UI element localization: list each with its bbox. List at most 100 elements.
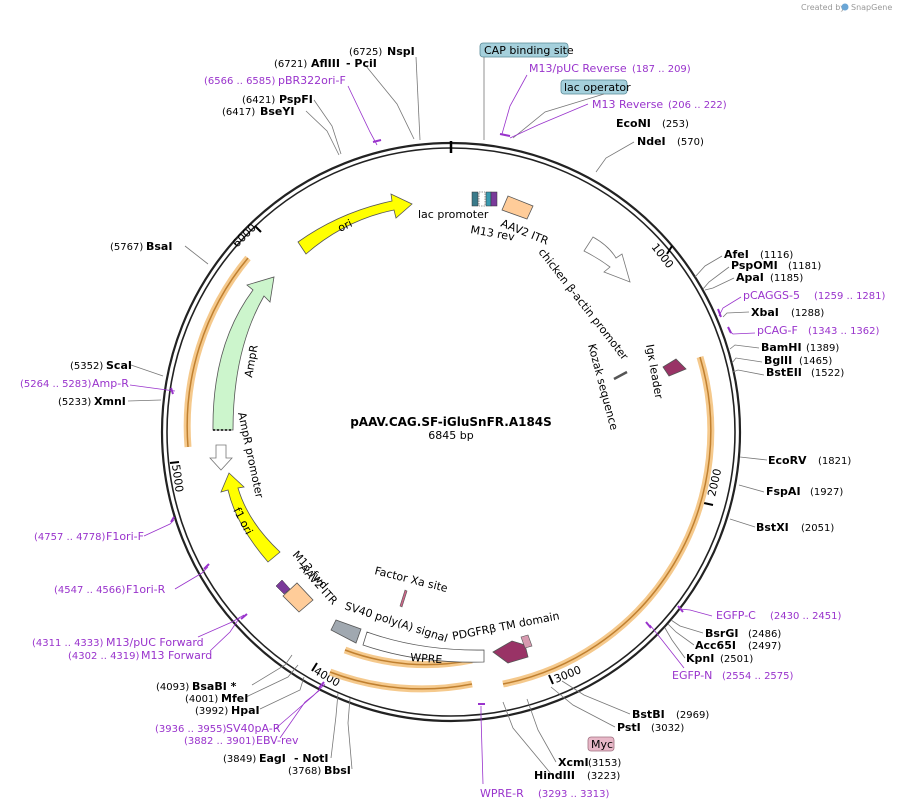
bsabi-site[interactable]: BsaBI * — [192, 680, 237, 693]
aflii-site[interactable]: AflIII — [311, 57, 340, 70]
egfpn-primer[interactable]: EGFP-N — [672, 669, 712, 682]
igk-leader-feature[interactable] — [662, 358, 687, 377]
pbr322-primer[interactable]: pBR322ori-F — [278, 74, 346, 87]
bbsi-site[interactable]: BbsI — [324, 764, 351, 777]
f1orir-range: (4547 .. 4566) — [54, 585, 126, 596]
ebvrev-range: (3882 .. 3901) — [184, 736, 256, 747]
tick-3000 — [548, 674, 554, 685]
ampr-promoter-feature[interactable] — [209, 444, 233, 471]
m13pucfwd-primer[interactable]: M13/pUC Forward — [106, 636, 204, 649]
xbai-pos: (1288) — [791, 308, 824, 319]
orange-arc-insert-core — [502, 356, 712, 685]
f1orif-primer[interactable]: F1ori-F — [106, 530, 144, 543]
bglii-site[interactable]: BglII — [764, 354, 792, 367]
lac-promoter-feature[interactable] — [478, 191, 486, 207]
noti-site[interactable]: - NotI — [294, 752, 329, 765]
psti-site[interactable]: PstI — [617, 721, 641, 734]
ecorv-site[interactable]: EcoRV — [768, 454, 807, 467]
nspi-site[interactable]: NspI — [387, 45, 415, 58]
pspfi-site[interactable]: PspFI — [279, 93, 313, 106]
lac-operator-feature[interactable] — [485, 191, 492, 207]
pcaggs5-primer[interactable]: pCAGGS-5 — [743, 289, 800, 302]
bsrgi-site[interactable]: BsrGI — [705, 627, 738, 640]
ampr-feature[interactable] — [212, 276, 275, 431]
afei-site[interactable]: AfeI — [724, 248, 749, 261]
bstxi-site[interactable]: BstXI — [756, 521, 789, 534]
m13pucfwd-range: (4311 .. 4333) — [32, 638, 104, 649]
xbai-site[interactable]: XbaI — [751, 306, 779, 319]
ampr-primer[interactable]: Amp-R — [92, 377, 129, 390]
sv40par-range: (3936 .. 3955) — [155, 724, 227, 735]
xmni-pos: (5233) — [58, 397, 91, 408]
lac-operator-box — [560, 79, 628, 95]
hindiii-site[interactable]: HindIII — [534, 769, 575, 782]
bsabi-pos: (4093) — [156, 682, 189, 693]
ndei-site[interactable]: NdeI — [637, 135, 666, 148]
ampr-label: AmpR — [242, 344, 261, 379]
ndei-pos: (570) — [677, 137, 704, 148]
tick-label-5000: 5000 — [169, 464, 186, 494]
mfei-pos: (4001) — [185, 694, 218, 705]
m13-rev-feature[interactable] — [490, 191, 498, 207]
sv40-polya-feature[interactable] — [330, 619, 362, 644]
bsrgi-pos: (2486) — [748, 629, 781, 640]
mfei-site[interactable]: MfeI — [221, 692, 248, 705]
primer-leaders — [129, 74, 756, 785]
wpre-feature[interactable] — [362, 631, 485, 663]
acc65i-site[interactable]: Acc65I — [695, 639, 736, 652]
m13-reverse-range: (206 .. 222) — [668, 100, 727, 111]
econi-pos: (253) — [662, 119, 689, 130]
fspai-site[interactable]: FspAI — [766, 485, 801, 498]
cap-binding-site-text: CAP binding site — [484, 44, 574, 57]
xmni-site[interactable]: XmnI — [94, 395, 126, 408]
pspomi-pos: (1181) — [788, 261, 821, 272]
f1orir-primer[interactable]: F1ori-R — [126, 583, 166, 596]
m13puc-rev-primer[interactable]: M13/pUC Reverse — [529, 62, 627, 75]
pspomi-site[interactable]: PspOMI — [731, 259, 778, 272]
pcagf-range: (1343 .. 1362) — [808, 326, 880, 337]
apai-pos: (1185) — [770, 273, 803, 284]
aav2-itr-bottom-feature[interactable] — [282, 582, 314, 613]
egfpc-primer[interactable]: EGFP-C — [716, 609, 756, 622]
apai-site[interactable]: ApaI — [736, 271, 764, 284]
ebvrev-primer[interactable]: EBV-rev — [256, 734, 299, 747]
bsteii-site[interactable]: BstEII — [766, 366, 802, 379]
m13fwd-primer[interactable]: M13 Forward — [141, 649, 212, 662]
bsai-site[interactable]: BsaI — [146, 240, 172, 253]
kpni-site[interactable]: KpnI — [686, 652, 714, 665]
factor-xa-feature[interactable] — [399, 589, 408, 608]
ori-feature[interactable] — [297, 193, 413, 255]
pcagf-primer[interactable]: pCAG-F — [757, 324, 798, 337]
econi-site[interactable]: EcoNI — [616, 117, 651, 130]
sv40par-primer[interactable]: SV40pA-R — [226, 722, 281, 735]
bstbi-site[interactable]: BstBI — [632, 708, 665, 721]
m13-reverse-primer[interactable]: M13 Reverse — [592, 98, 663, 111]
wprer-primer[interactable]: WPRE-R — [480, 787, 524, 800]
tick-label-6000: 6000 — [230, 221, 259, 250]
bglii-pos: (1465) — [799, 356, 832, 367]
pcii-site[interactable]: - PciI — [346, 57, 377, 70]
bamhi-site[interactable]: BamHI — [761, 341, 802, 354]
bseyi-site[interactable]: BseYI — [260, 105, 294, 118]
scai-site[interactable]: ScaI — [106, 359, 132, 372]
plasmid-length: 6845 bp — [428, 429, 473, 442]
kozak-feature[interactable] — [613, 370, 628, 381]
myc-tag-feature[interactable] — [520, 634, 533, 649]
scai-pos: (5352) — [70, 361, 103, 372]
hpai-site[interactable]: HpaI — [231, 704, 260, 717]
created-by-text: Created by — [801, 3, 845, 12]
ori-label: ori — [336, 217, 354, 235]
eagi-pos: (3849) — [223, 754, 256, 765]
cba-promoter-feature[interactable] — [583, 236, 631, 283]
bseyi-pos: (6417) — [222, 107, 255, 118]
sv40-polya-label: SV40 poly(A) signal — [343, 599, 449, 645]
tick-5000 — [169, 461, 180, 464]
cap-site-feature[interactable] — [471, 191, 479, 207]
eagi-site[interactable]: EagI — [259, 752, 286, 765]
aav2-itr-top-feature[interactable] — [501, 195, 534, 220]
pdgfr-tm-feature[interactable] — [492, 640, 529, 664]
bstbi-pos: (2969) — [676, 710, 709, 721]
xcmi-site[interactable]: XcmI — [558, 756, 589, 769]
f1-ori-feature[interactable] — [220, 472, 281, 563]
